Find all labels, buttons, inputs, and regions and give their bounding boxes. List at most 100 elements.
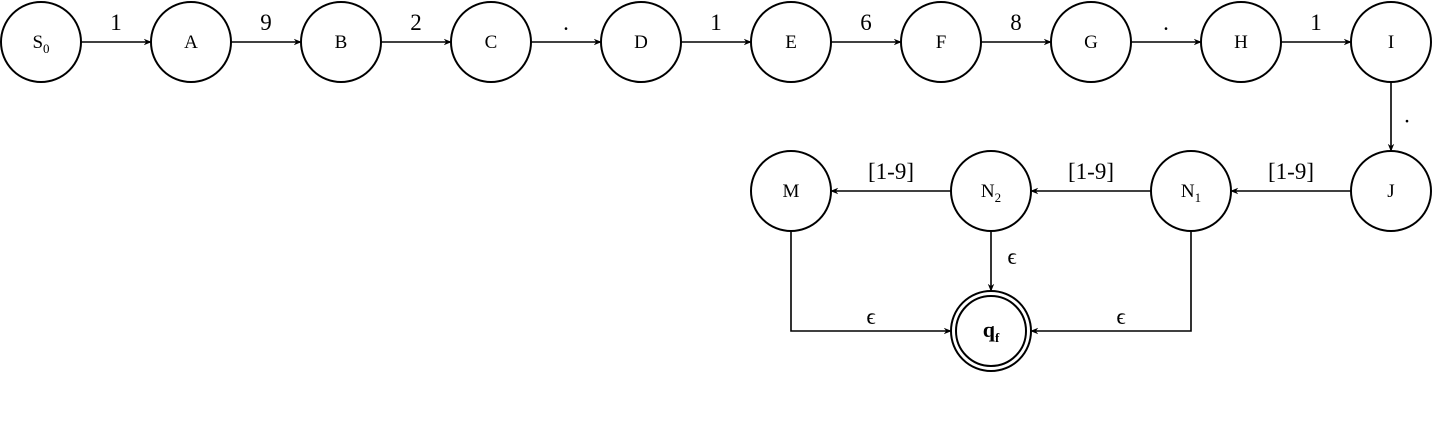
state-name: S [32,32,43,53]
state-name: J [1387,181,1394,202]
transition-c-d: . [531,10,602,46]
transition-label: [1-9] [1268,159,1314,184]
state-name: M [783,181,800,202]
state-name: I [1388,32,1394,53]
transition-n1-n2: [1-9] [1030,159,1151,195]
state-circle [450,1,532,83]
transition-label: 1 [110,10,122,35]
transition-e-f: 6 [831,10,902,46]
state-circle [750,150,832,232]
state-n1: N1 [1150,150,1232,232]
state-h: H [1200,1,1282,83]
transition-n2-m: [1-9] [830,159,951,195]
state-label: M [783,181,800,202]
transition-n2-qf: ϵ [987,231,1017,292]
state-circle [1200,1,1282,83]
state-circle [0,1,82,83]
transition-i-j: . [1387,82,1410,152]
state-circle [750,1,832,83]
state-name: N [981,181,995,202]
state-a: A [150,1,232,83]
state-circle [1350,1,1432,83]
state-g: G [1050,1,1132,83]
state-circle [300,1,382,83]
state-c: C [450,1,532,83]
state-circle [1350,150,1432,232]
state-f: F [900,1,982,83]
state-n2: N2 [950,150,1032,232]
state-label: D [634,32,648,53]
state-label: qf [983,317,1000,345]
state-subscript: 2 [995,190,1002,205]
state-label: N1 [1181,181,1201,205]
state-label: I [1388,32,1394,53]
state-circle [1150,150,1232,232]
transition-f-g: 8 [981,10,1052,46]
state-name: B [335,32,348,53]
state-label: B [335,32,348,53]
state-label: E [785,32,797,53]
state-j: J [1350,150,1432,232]
state-label: A [184,32,198,53]
state-m: M [750,150,832,232]
transition-arrow [790,231,952,335]
state-name: C [485,32,498,53]
state-subscript: f [995,330,1000,345]
state-label: C [485,32,498,53]
state-label: N2 [981,181,1001,205]
state-label: J [1387,181,1394,202]
transition-label: . [563,10,569,35]
state-qf: qf [950,290,1032,372]
transition-label: 1 [1310,10,1322,35]
state-name: q [983,317,996,342]
state-label: F [936,32,947,53]
state-name: A [184,32,198,53]
transition-label: ϵ [866,304,875,329]
state-s0: S0 [0,1,82,83]
state-label: H [1234,32,1248,53]
transition-arrow [1030,231,1192,335]
transition-b-c: 2 [381,10,452,46]
state-circle [900,1,982,83]
transition-label: ϵ [1007,244,1016,269]
transition-label: . [1163,10,1169,35]
transition-n1-qf: ϵ [1030,231,1192,335]
transition-m-qf: ϵ [790,231,952,335]
state-i: I [1350,1,1432,83]
state-label: S0 [32,32,49,56]
state-d: D [600,1,682,83]
transition-label: 6 [860,10,872,35]
state-e: E [750,1,832,83]
state-name: F [936,32,947,53]
transition-label: 1 [710,10,722,35]
state-circle [1050,1,1132,83]
state-name: D [634,32,648,53]
state-label: G [1084,32,1098,53]
transition-label: 2 [410,10,422,35]
state-circle [950,290,1032,372]
state-name: G [1084,32,1098,53]
transition-a-b: 9 [231,10,302,46]
accepting-ring [955,295,1027,367]
transition-d-e: 1 [681,10,752,46]
state-name: N [1181,181,1195,202]
transition-label: 8 [1010,10,1022,35]
transition-label: ϵ [1116,304,1125,329]
state-subscript: 0 [43,41,50,56]
state-name: H [1234,32,1248,53]
state-circle [950,150,1032,232]
state-name: E [785,32,797,53]
transition-label: [1-9] [868,159,914,184]
transition-s0-a: 1 [81,10,152,46]
transition-label: 9 [260,10,272,35]
state-subscript: 1 [1195,190,1202,205]
transition-j-n1: [1-9] [1230,159,1351,195]
transition-g-h: . [1131,10,1202,46]
transition-label: . [1404,103,1410,128]
state-circle [600,1,682,83]
state-b: B [300,1,382,83]
state-circle [150,1,232,83]
transition-label: [1-9] [1068,159,1114,184]
transition-h-i: 1 [1281,10,1352,46]
